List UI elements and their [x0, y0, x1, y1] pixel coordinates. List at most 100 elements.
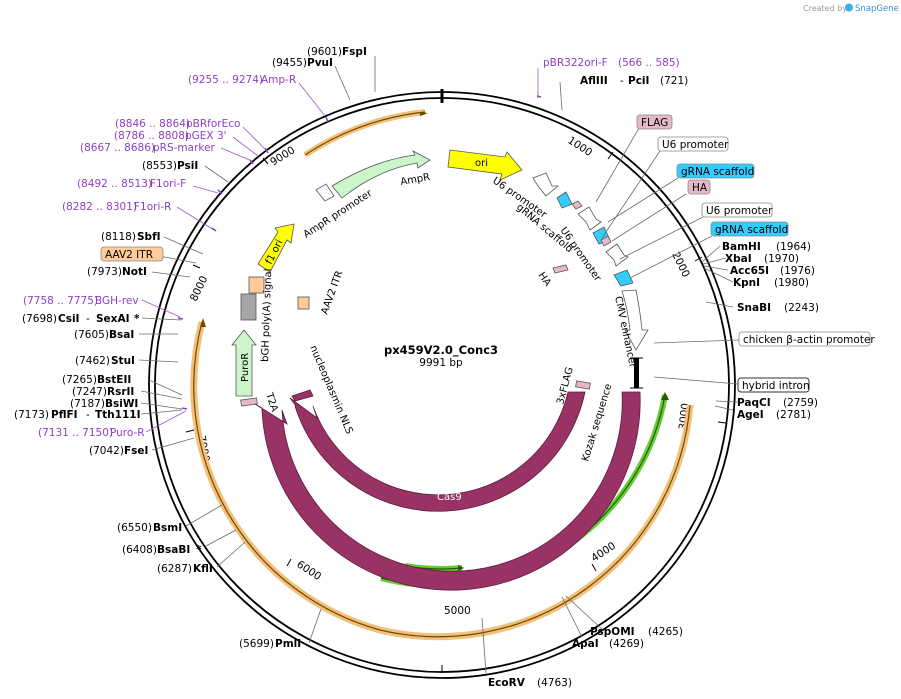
bsabi-star: * — [196, 544, 202, 556]
ruler-2000: 2000 — [669, 250, 692, 279]
bsai-name: BsaI — [109, 329, 134, 341]
flag-box — [636, 114, 673, 130]
fsei-name: FseI — [124, 445, 148, 457]
green-band-2-arrow — [458, 565, 464, 571]
f1ori-r-range: (8282 .. 8301) — [62, 201, 137, 213]
ruler-5000: 5000 — [444, 605, 471, 617]
acc65i-pos: (1976) — [780, 265, 815, 277]
flag-feature — [571, 200, 583, 210]
amp-r-name: Amp-R — [261, 74, 296, 86]
xbai-pos: (1970) — [764, 253, 799, 265]
ha-inner-feature — [552, 264, 569, 274]
ampr-feature — [331, 150, 431, 199]
f1-ori-feature — [257, 223, 295, 273]
right-sites: pBR322ori-F (566 .. 585) AflIII - PciI (… — [543, 57, 819, 650]
ha-box — [687, 179, 711, 195]
ha-inner-label: HA — [536, 270, 553, 288]
hybrid-intron-box — [737, 377, 810, 393]
pflfi-name: PflFI — [51, 409, 78, 421]
agei-pos: (2781) — [776, 409, 811, 421]
afliii-name: AflIII — [580, 75, 608, 87]
bgh-feature — [240, 293, 257, 321]
flag3x-feature — [575, 380, 591, 390]
amp-r-range: (9255 .. 9274) — [188, 74, 263, 86]
cas9-outer-label: Cas9 — [438, 546, 463, 557]
aav2-itr-block — [248, 276, 265, 294]
amp-band-line — [304, 111, 426, 156]
plasmid-name: px459V2.0_Conc3 — [384, 343, 498, 358]
u6-box-2-label: U6 promoter — [706, 205, 773, 217]
apai-name: ApaI — [572, 638, 599, 650]
sexai-name: SexAI — [96, 313, 130, 325]
snapgene-label: SnapGene — [855, 4, 899, 14]
created-by-label: Created by — [803, 4, 847, 13]
bsiwi-pos: (7187) — [70, 398, 105, 410]
ha-feature — [600, 235, 612, 247]
snapgene-logo-icon — [845, 3, 853, 12]
sexai-star: * — [134, 313, 140, 325]
bamhi-name: BamHI — [722, 241, 761, 253]
puro-r-name: Puro-R — [110, 427, 145, 439]
puro-r-range: (7131 .. 7150) — [38, 427, 113, 439]
ampr-label: AmpR — [400, 172, 431, 188]
stui-pos: (7462) — [75, 355, 110, 367]
feature-boxes: FLAG U6 promoter gRNA scaffold HA U6 pro… — [636, 114, 875, 393]
u6-promoter-b-feature — [577, 206, 602, 231]
noti-pos: (7973) — [87, 266, 122, 278]
rsrii-name: RsrII — [107, 386, 134, 398]
puror-label: PuroR — [240, 353, 251, 382]
ori-feature — [447, 149, 523, 181]
pmli-name: PmlI — [275, 638, 301, 650]
csii-sep: - — [86, 313, 90, 325]
apai-pos: (4269) — [609, 638, 644, 650]
cas9-band-outer-arrow — [200, 318, 206, 327]
prs-marker-range: (8667 .. 8686) — [80, 142, 155, 154]
rsrii-pos: (7247) — [72, 386, 107, 398]
puror-feature — [231, 329, 257, 397]
stui-name: StuI — [111, 355, 135, 367]
bsteii-name: BstEII — [97, 374, 131, 386]
csii-pos: (7698) — [22, 313, 57, 325]
pbr322-range: (566 .. 585) — [618, 57, 680, 69]
nls-feature — [291, 389, 314, 402]
kfli-name: KflI — [193, 563, 213, 575]
pbrforeco-name: pBRforEco — [186, 118, 240, 130]
afliii-sep: - — [620, 75, 624, 87]
grna-box-2 — [710, 221, 789, 237]
bsiwi-name: BsiWI — [105, 398, 138, 410]
pbrforeco-range: (8846 .. 8864) — [115, 118, 190, 130]
grna-scaffold-a-feature — [556, 191, 573, 209]
pmli-pos: (5699) — [239, 638, 274, 650]
u6-box-1 — [657, 136, 729, 152]
xbai-name: XbaI — [725, 253, 752, 265]
cba-box — [738, 331, 871, 347]
sbfi-pos: (8118) — [101, 231, 136, 243]
u6-box-2 — [701, 202, 773, 218]
u6-promoter-c-feature — [605, 243, 629, 267]
grna-box-1 — [676, 163, 755, 179]
bsai-pos: (7605) — [74, 329, 109, 341]
cba-box-label: chicken β-actin promoter — [743, 334, 875, 346]
pflfi-sep: - — [86, 409, 90, 421]
u6-promoter-a-feature — [532, 172, 560, 197]
cas9-band-outer-line — [193, 321, 691, 638]
ruler-4000: 4000 — [589, 540, 618, 565]
grna-box-2-label: gRNA scaffold — [715, 224, 788, 236]
bsmi-name: BsmI — [153, 522, 182, 534]
ha-box-label: HA — [692, 182, 708, 194]
acc65i-name: Acc65I — [730, 265, 769, 277]
fsei-pos: (7042) — [89, 445, 124, 457]
amp-band-arrow — [420, 112, 428, 116]
cas9-inner-feature — [289, 391, 586, 512]
primer-markers — [177, 95, 542, 410]
t2a-feature — [240, 397, 258, 407]
kpni-pos: (1980) — [774, 277, 809, 289]
ampr-promoter-label: AmpR promoter — [302, 188, 375, 241]
grna-box-1-label: gRNA scaffold — [681, 166, 754, 178]
pflfi-pos: (7173) — [14, 409, 49, 421]
kpni-name: KpnI — [733, 277, 760, 289]
ampr-promoter-feature — [315, 183, 335, 202]
snabi-name: SnaBI — [737, 302, 771, 314]
kfli-pos: (6287) — [157, 563, 192, 575]
